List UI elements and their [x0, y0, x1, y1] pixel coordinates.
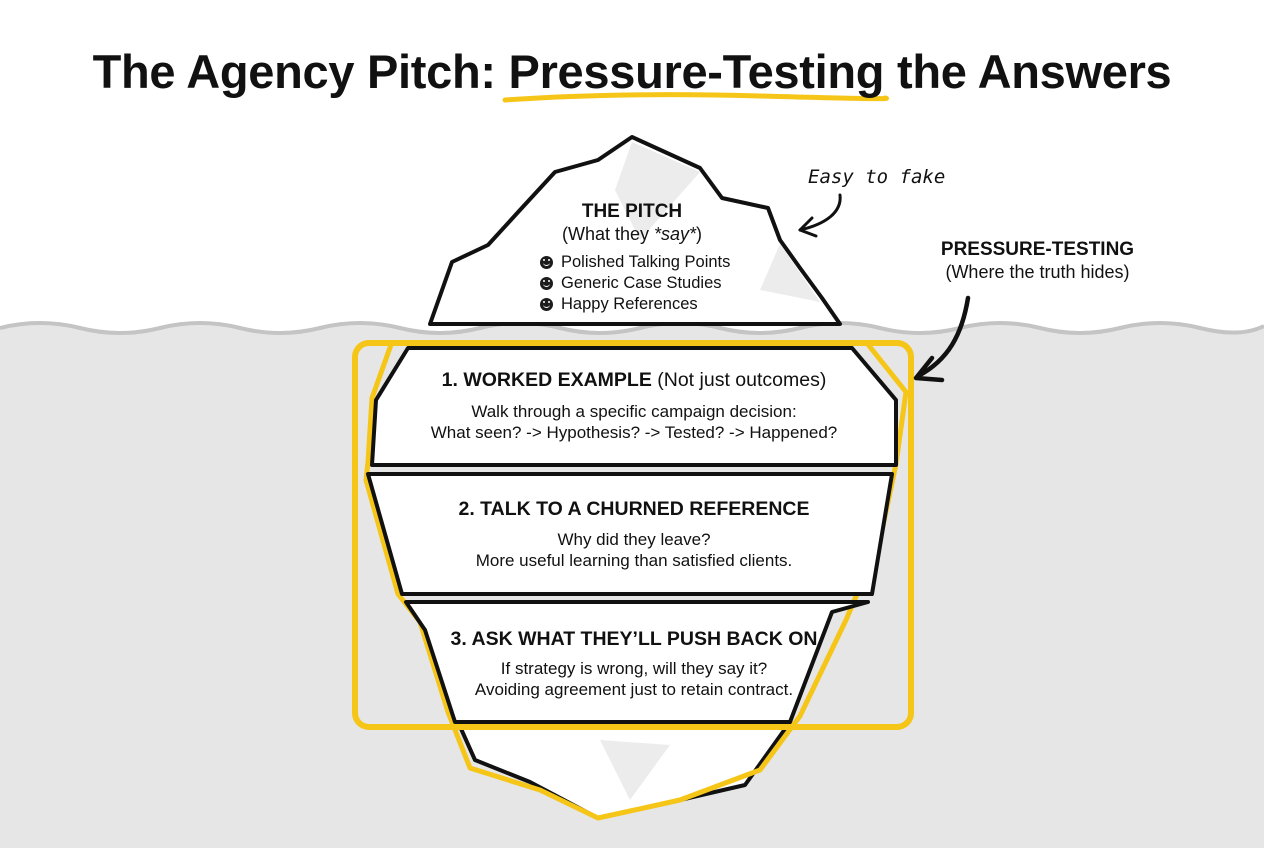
- smiley-icon: [540, 256, 553, 269]
- pressure-testing-frame: [352, 340, 914, 730]
- easy-to-fake-arrow: [798, 193, 842, 232]
- layer-3-heading-bold: 3. ASK WHAT THEY’LL PUSH BACK ON: [450, 628, 818, 650]
- iceberg-base-shade: [600, 740, 670, 800]
- layer-1-heading-rest: (Not just outcomes): [651, 369, 827, 391]
- tip-list-item: Generic Case Studies: [540, 273, 730, 294]
- tip-item-label: Happy References: [561, 295, 698, 313]
- smiley-icon: [540, 277, 553, 290]
- layer-3-line: Avoiding agreement just to retain contra…: [474, 680, 794, 699]
- layer-3-line: If strategy is wrong, will they say it?: [500, 659, 768, 678]
- easy-to-fake-label: Easy to fake: [808, 166, 946, 188]
- layer-2-heading: 2. TALK TO A CHURNED REFERENCE: [380, 498, 888, 521]
- tip-sub-after: ): [696, 224, 703, 244]
- smiley-icon: [540, 298, 553, 311]
- layer-1-shape: [370, 346, 898, 467]
- tip-item-label: Generic Case Studies: [561, 274, 722, 292]
- layer-2-line: More useful learning than satisfied clie…: [475, 551, 793, 570]
- title-underline: [502, 92, 889, 103]
- title-prefix: The Agency Pitch:: [92, 45, 509, 98]
- tip-list-item: Polished Talking Points: [540, 252, 730, 273]
- pressure-testing-arrow: [915, 295, 971, 379]
- waterline: [0, 321, 1264, 335]
- layer-1-heading: 1. WORKED EXAMPLE (Not just outcomes): [380, 369, 888, 392]
- iceberg-tip: [428, 135, 842, 326]
- layer-1-line: Walk through a specific campaign decisio…: [471, 402, 797, 421]
- tip-heading: THE PITCH: [581, 201, 683, 222]
- title-suffix: the Answers: [884, 45, 1172, 98]
- page-title: The Agency Pitch: Pressure-Testing the A…: [0, 44, 1264, 99]
- tip-item-label: Polished Talking Points: [561, 253, 731, 271]
- iceberg-tip-shade: [615, 142, 700, 240]
- layer-3-shape: [404, 600, 870, 724]
- pressure-testing-heading: PRESSURE-TESTING: [940, 239, 1135, 260]
- tip-sub-before: (What they: [561, 224, 654, 244]
- tip-sub-emph: *say*: [654, 224, 697, 244]
- pressure-testing-arrowhead: [913, 355, 945, 383]
- tip-list: Polished Talking Points Generic Case Stu…: [540, 252, 730, 315]
- tip-list-item: Happy References: [540, 294, 730, 315]
- tip-subheading: (What they *say*): [512, 224, 752, 245]
- easy-to-fake-arrowhead: [798, 216, 818, 238]
- layer-1-line: What seen? -> Hypothesis? -> Tested? -> …: [430, 423, 838, 442]
- title-highlight: Pressure-Testing: [508, 45, 885, 98]
- layer-2-shape: [366, 472, 894, 596]
- iceberg-tip-shade-right: [760, 244, 820, 302]
- layer-1-heading-bold: 1. WORKED EXAMPLE: [441, 369, 652, 391]
- layer-2-heading-bold: 2. TALK TO A CHURNED REFERENCE: [458, 498, 810, 520]
- layer-3-heading: 3. ASK WHAT THEY’LL PUSH BACK ON: [380, 628, 888, 651]
- pressure-testing-subheading: (Where the truth hides): [945, 262, 1130, 282]
- layer-2-line: Why did they leave?: [557, 530, 711, 549]
